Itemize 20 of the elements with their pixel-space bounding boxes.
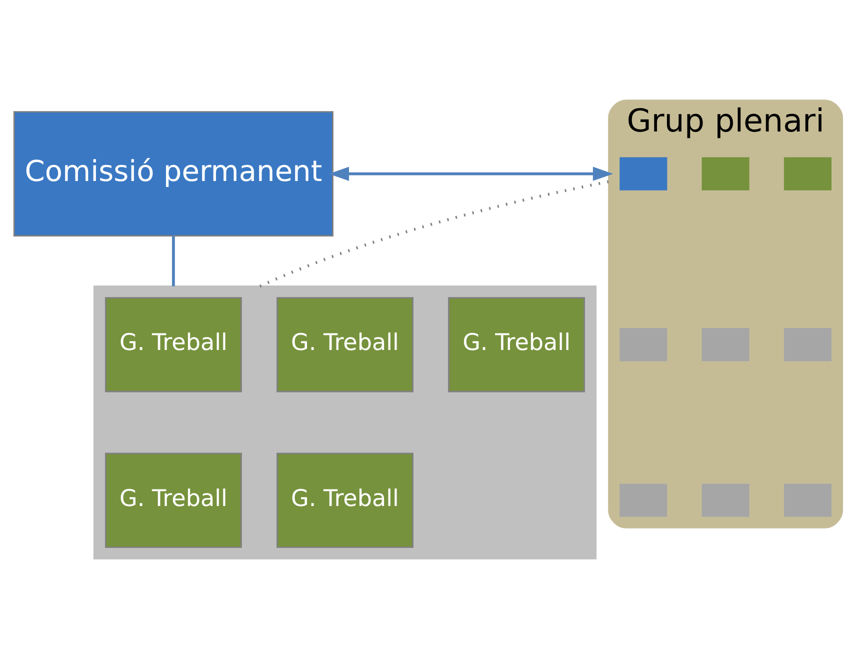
cluster (93, 286, 597, 560)
node-box (702, 484, 750, 517)
node-box: G. Treball (276, 297, 414, 392)
node-box: G. Treball (104, 452, 242, 548)
node-box: G. Treball (448, 297, 585, 392)
node-box (702, 328, 750, 362)
node-box: G. Treball (104, 297, 242, 392)
arrow (328, 166, 614, 181)
cluster: Grup plenari (608, 100, 844, 528)
node-box (620, 328, 668, 362)
node-box (784, 484, 832, 517)
node-box: Comissió permanent (13, 111, 334, 237)
node-box (620, 157, 668, 190)
node-box: G. Treball (276, 452, 414, 548)
connector (172, 236, 175, 286)
node-box (784, 328, 832, 362)
connector (259, 180, 610, 288)
node-box (620, 484, 668, 517)
node-box (702, 157, 750, 190)
node-box (784, 157, 832, 190)
